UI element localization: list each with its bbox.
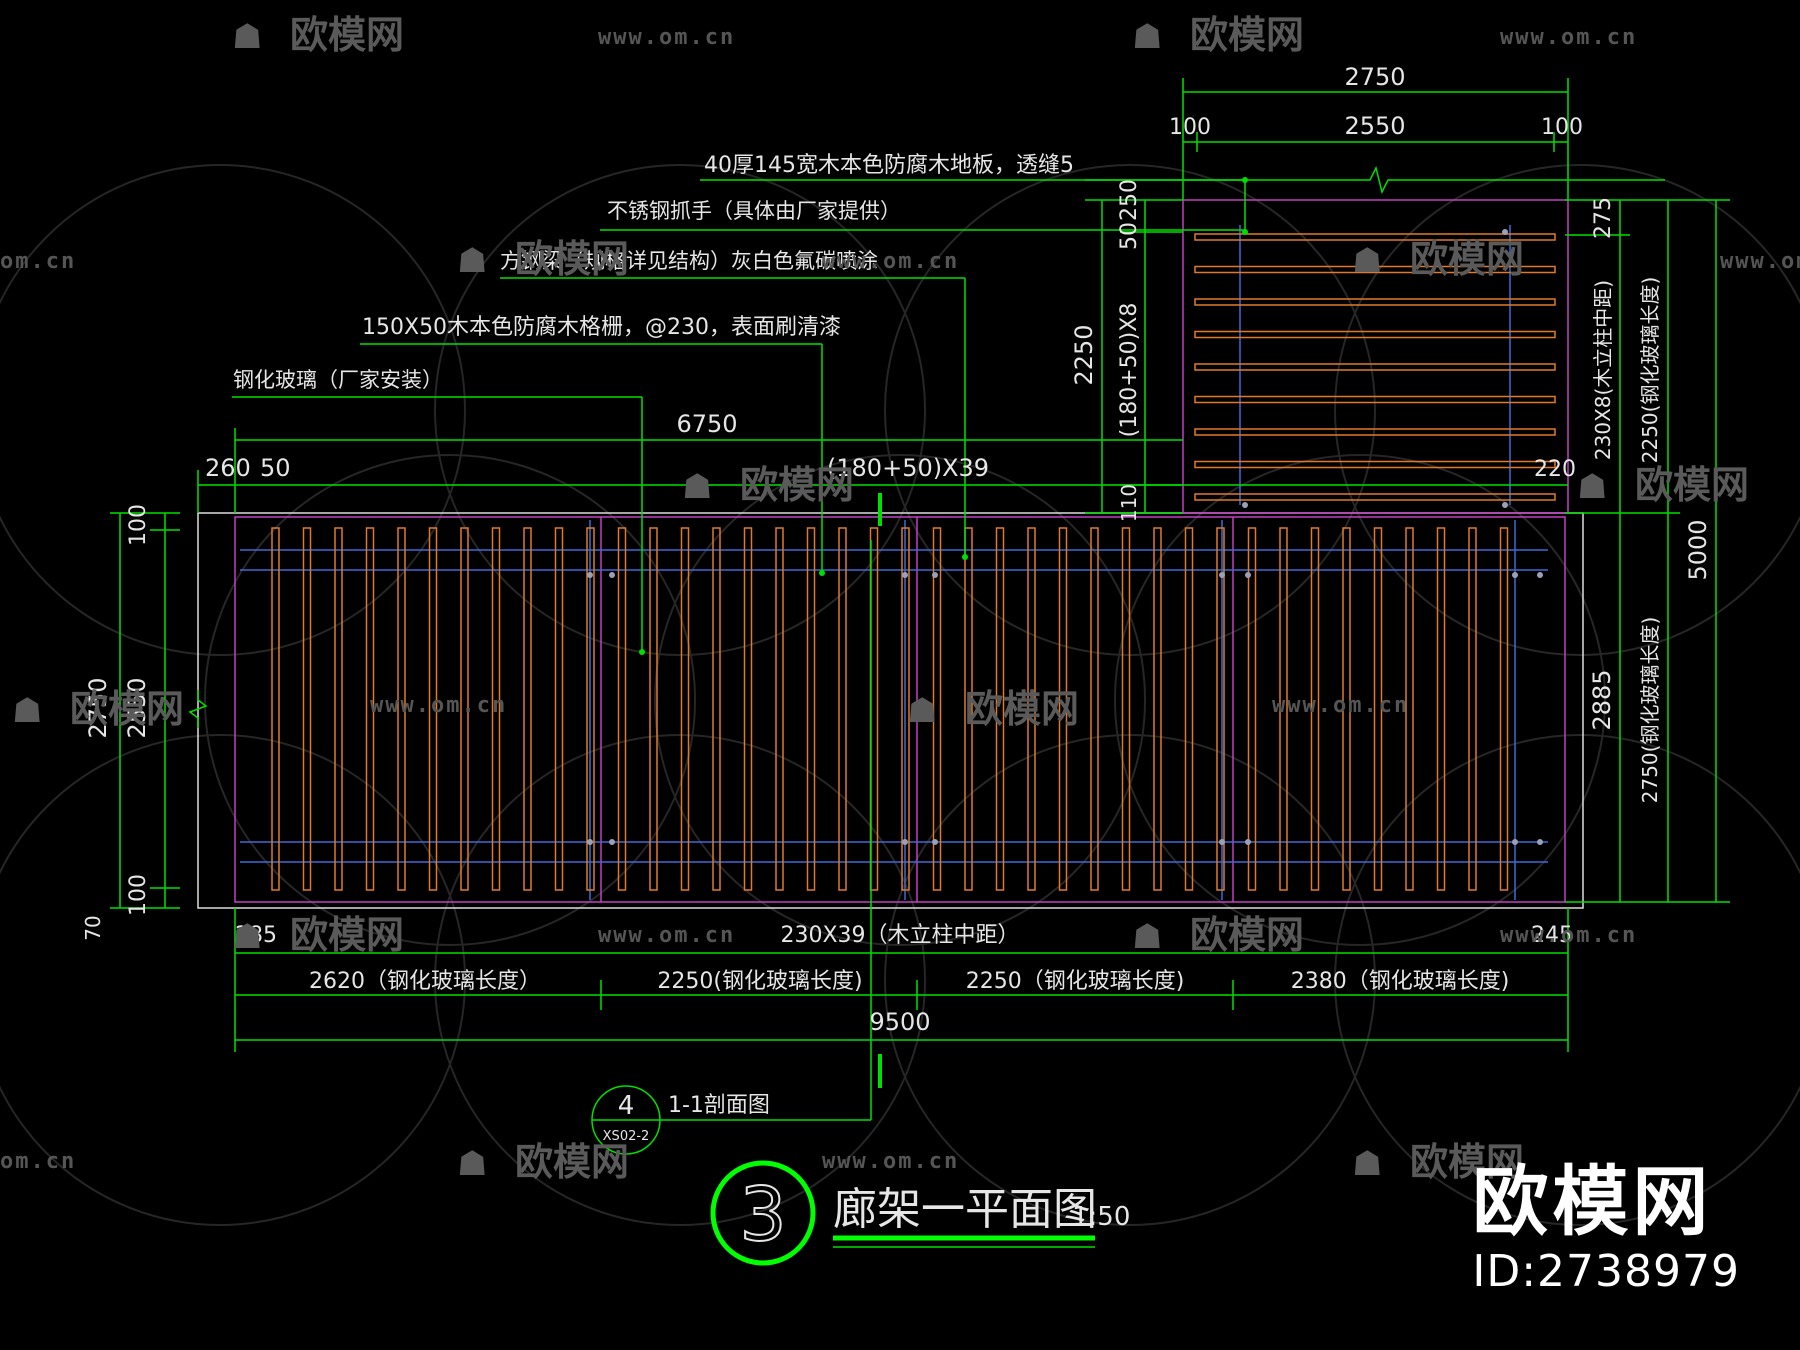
dim-left-a: 260 [205,454,251,482]
dim-l-2750: 2750 [84,677,112,738]
dim-glass-2: 2250(钢化玻璃长度) [657,969,862,994]
dim-v-2250: 2250 [1070,324,1098,385]
watermark-brand: 欧模网 [1410,237,1524,281]
watermark-brand: 欧模网 [1190,913,1304,957]
dim-spacing-top: (180+50)X39 [827,454,989,482]
watermark-sofa-icon: ☗ [457,241,487,281]
dim-glass-1: 2620（钢化玻璃长度） [309,969,541,994]
dim-r-2250g: 2250(钢化玻璃长度) [1638,277,1662,464]
label-floor: 40厚145宽木本色防腐木地板，透缝5 [704,153,1074,178]
dim-b-spacing: 230X39（木立柱中距） [780,923,1019,948]
watermark-brand: 欧模网 [290,913,404,957]
dimension-lines [110,78,1730,1121]
drawing-title-block: 3 廊架一平面图 1:50 [710,1160,1130,1266]
watermark-brand: 欧模网 [965,687,1079,731]
section-label: 1-1剖面图 [668,1093,770,1118]
dim-glass-3: 2250（钢化玻璃长度) [966,969,1185,994]
watermark-url: www.om.cn [598,25,735,50]
leader-dots [639,177,1248,655]
steel-beams [240,225,1548,900]
dim-r-220: 220 [1534,457,1576,482]
wood-grille-slats [271,527,1509,891]
watermark-url: www.om.cn [822,249,959,274]
label-beam: 方钢梁（规格详见结构）灰白色氟碳喷涂 [500,249,878,273]
drawing-title: 廊架一平面图 [833,1184,1097,1235]
dim-left-b: 50 [260,454,291,482]
dim-v-250: 250 [1117,179,1142,221]
label-glass: 钢化玻璃（厂家安装） [233,368,443,392]
watermark-brand: 欧模网 [515,1140,629,1184]
plan-outline [197,199,1584,909]
dim-b-285: 285 [235,923,277,948]
watermark-url: www.om.cn [1272,693,1409,718]
watermark-sofa-icon: ☗ [1132,17,1162,57]
dim-top-mid: 2550 [1344,112,1405,140]
handle-bolts [587,229,1543,845]
dim-v-110: 110 [1117,484,1141,522]
watermark-url: www.om.cn [1500,25,1637,50]
watermark-url-short: om.cn [0,1149,76,1174]
watermark-brand: 欧模网 [1190,13,1304,57]
dim-r-2885: 2885 [1588,669,1616,730]
label-grille: 150X50木本色防腐木格栅，@230，表面刷清漆 [362,315,841,340]
watermark-brand: 欧模网 [1635,463,1749,507]
dim-l-70: 70 [81,915,105,940]
dim-left-overall: 6750 [676,410,737,438]
dim-v-50: 50 [1117,222,1142,250]
watermark-sofa-icon: ☗ [1577,467,1607,507]
dim-top-right: 100 [1541,115,1583,140]
wood-floor-boards [1194,233,1556,501]
watermark-sofa-icon: ☗ [1132,917,1162,957]
watermark-circles [0,164,1800,1226]
dim-l-100b: 100 [126,874,151,916]
watermark-url: www.om.cn [1720,249,1800,274]
watermark-url: www.om.cn [598,923,735,948]
watermark-brand: 欧模网 [1410,1140,1524,1184]
dim-v-180x8: (180+50)X8 [1117,303,1142,438]
dim-r-5000: 5000 [1684,519,1712,580]
watermark-layer: 欧模网 ☗ 欧模网 ☗ 欧模网 ☗ 欧模网 ☗ 欧模网 ☗ 欧模网 ☗ 欧模网 ☗ 欧模网 ☗ 欧模网 ☗ 欧模网 ☗… [0,13,1800,1184]
dim-top-left: 100 [1169,115,1211,140]
watermark-brand: 欧模网 [740,463,854,507]
watermark-brand: 欧模网 [70,687,184,731]
dim-r-230x8: 230X8(木立柱中距) [1591,280,1615,460]
section-number: 4 [618,1091,635,1121]
dim-r-275: 275 [1591,197,1616,239]
dim-glass-4: 2380（钢化玻璃长度) [1291,969,1510,994]
watermark-sofa-icon: ☗ [232,17,262,57]
watermark-url: www.om.cn [822,1149,959,1174]
brand-logo: 欧模网 ID:2738979 [1472,1160,1740,1300]
watermark-sofa-icon: ☗ [1352,241,1382,281]
model-id: ID:2738979 [1472,1246,1740,1297]
brand-name: 欧模网 [1472,1157,1713,1246]
label-handle: 不锈钢抓手（具体由厂家提供） [607,199,901,223]
dim-b-total: 9500 [869,1008,930,1036]
watermark-sofa-icon: ☗ [232,917,262,957]
watermark-brand: 欧模网 [515,237,629,281]
section-reference: 4 XS02-2 1-1剖面图 [591,1085,770,1155]
watermark-url: www.om.cn [1500,923,1637,948]
watermark-brand: 欧模网 [290,13,404,57]
section-sheet: XS02-2 [603,1129,650,1144]
dim-r-2750g: 2750(钢化玻璃长度) [1638,617,1662,804]
watermark-sofa-icon: ☗ [12,691,42,731]
dim-l-2550: 2550 [123,677,151,738]
drawing-scale: 1:50 [1072,1202,1130,1232]
watermark-sofa-icon: ☗ [1352,1144,1382,1184]
dim-l-100a: 100 [126,504,151,546]
watermark-url-short: om.cn [0,249,76,274]
watermark-url: www.om.cn [370,693,507,718]
dim-b-245: 245 [1531,923,1573,948]
dim-top-total: 2750 [1344,63,1405,91]
watermark-sofa-icon: ☗ [682,467,712,507]
watermark-sofa-icon: ☗ [907,691,937,731]
title-number: 3 [739,1172,786,1258]
watermark-sofa-icon: ☗ [457,1144,487,1184]
